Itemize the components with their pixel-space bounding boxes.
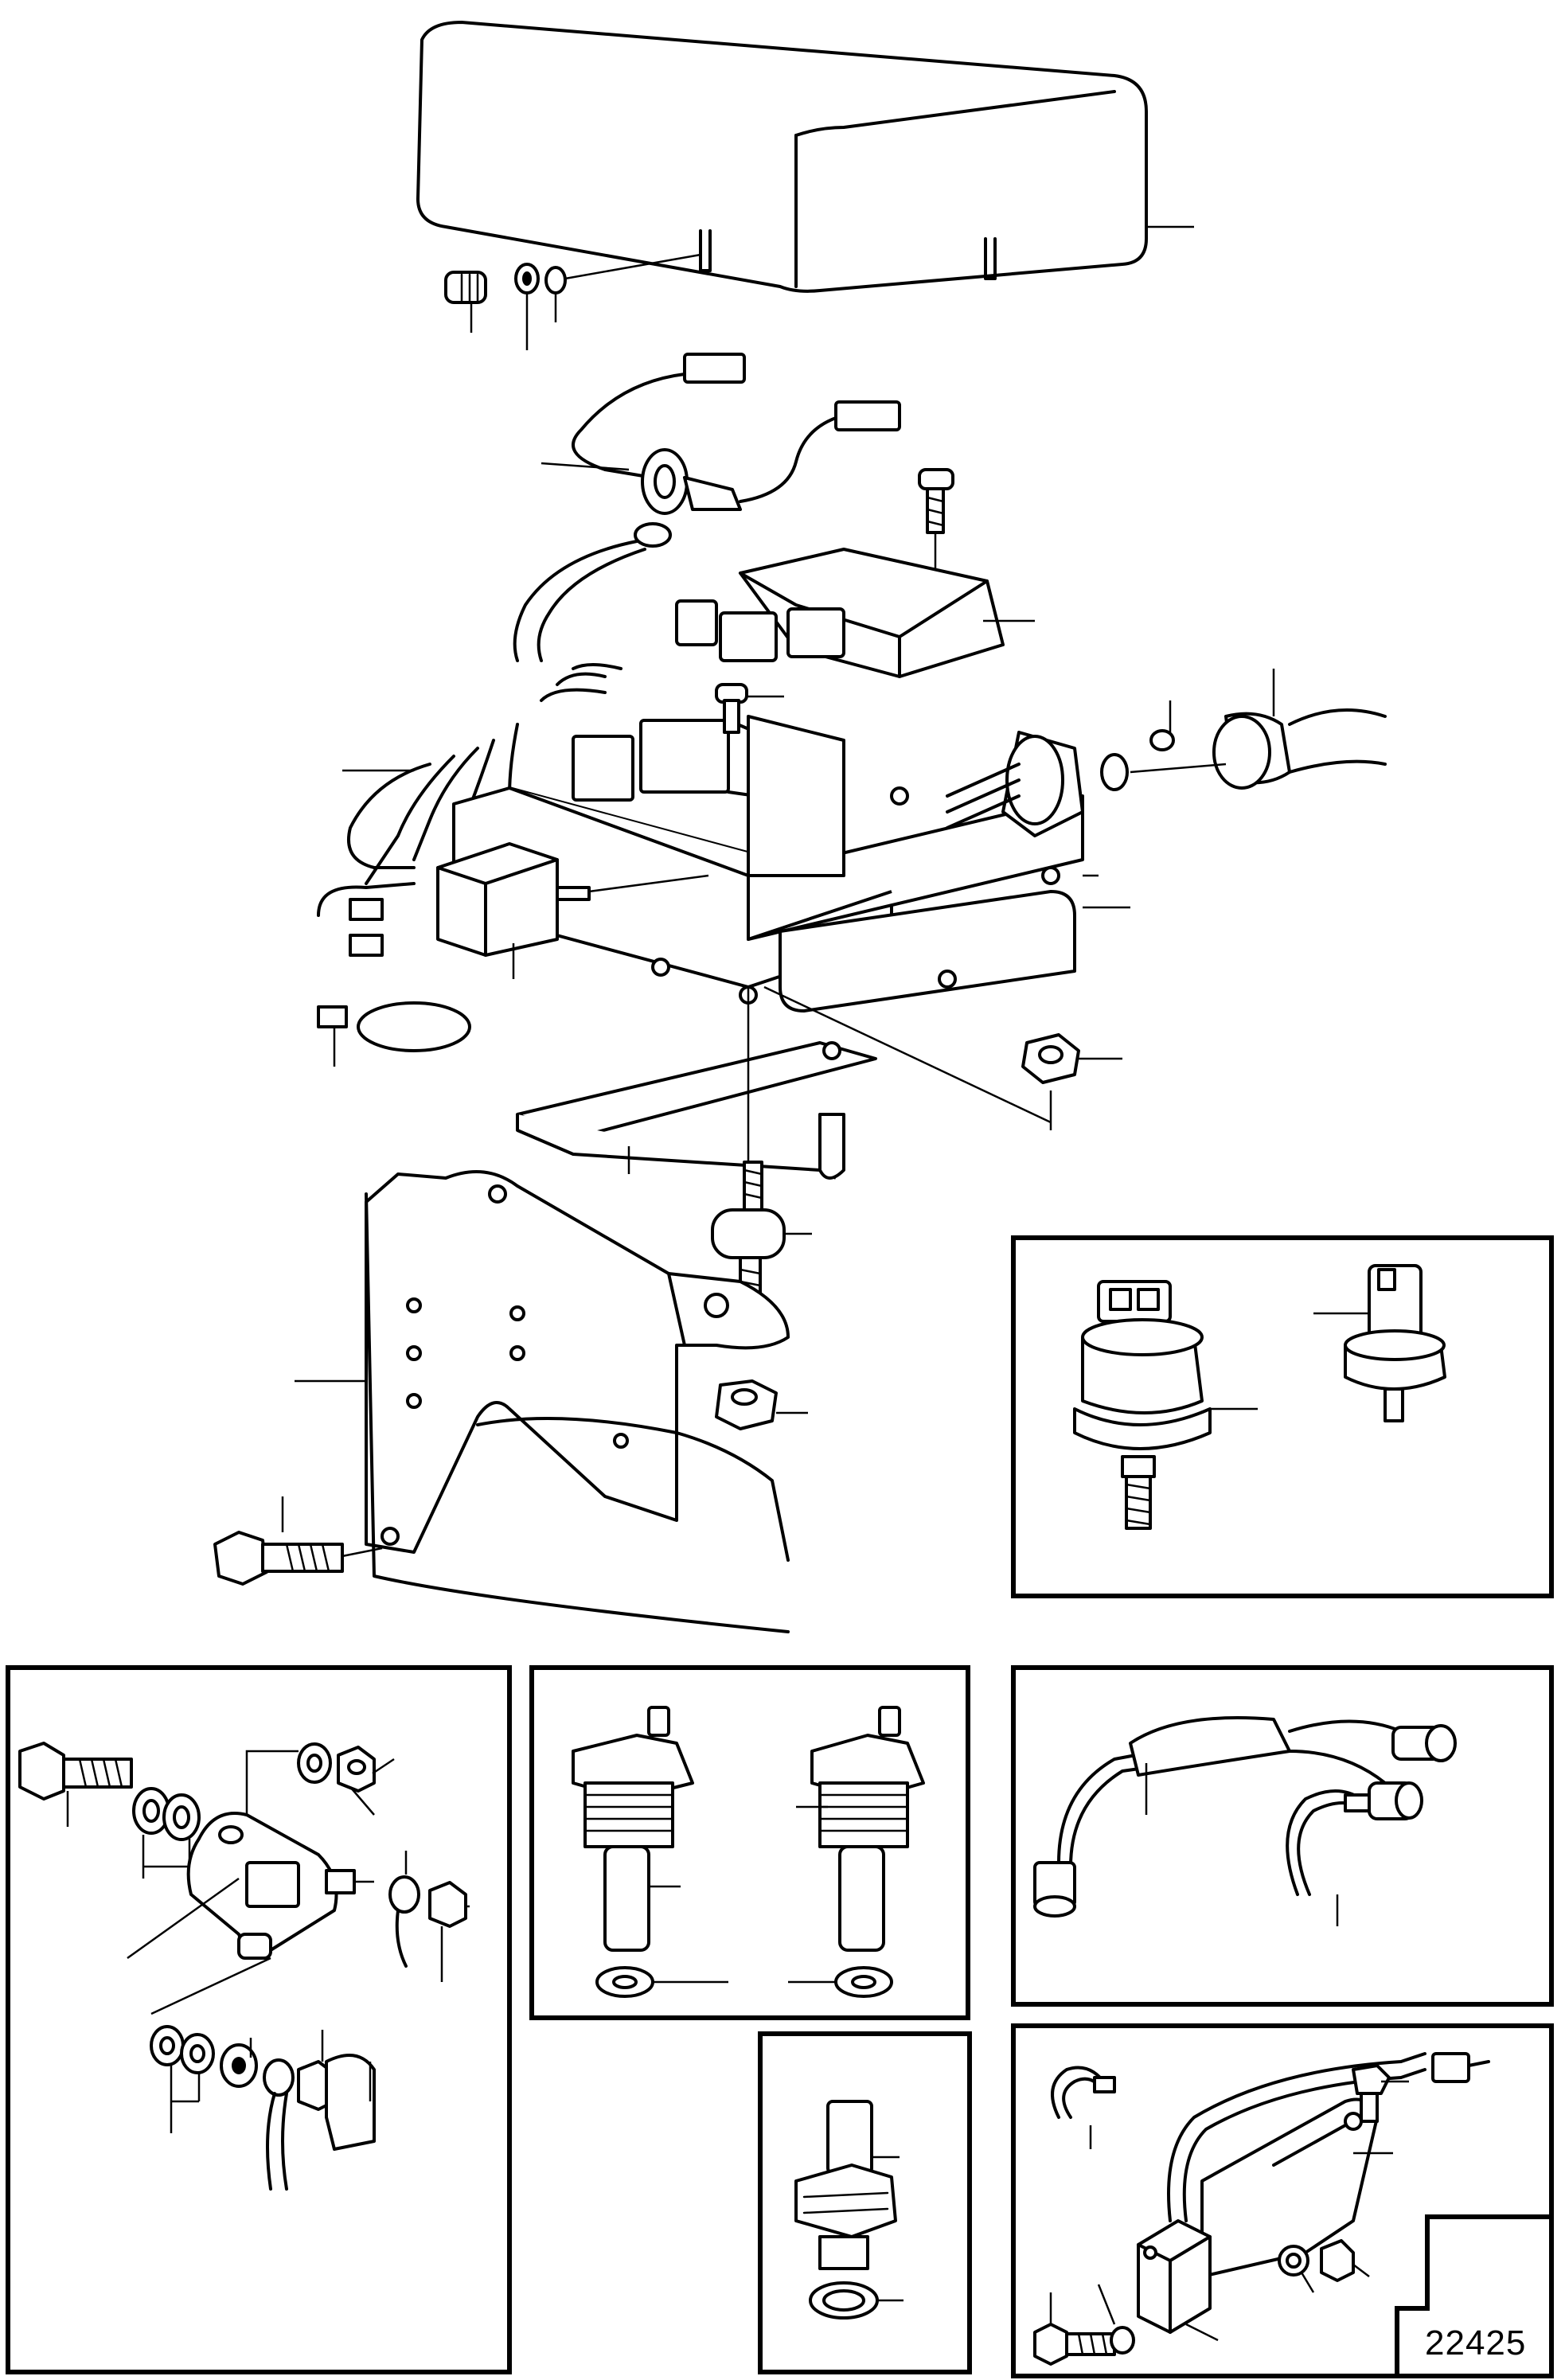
cover-screw-set [444,253,701,350]
flange-nut [715,1379,808,1430]
panel-temperature-senders [529,1665,970,2020]
panel-bracket-assembly [1011,2023,1554,2378]
rubber-mount [711,987,812,1303]
panel-sender [758,2031,972,2374]
cable-tie [317,1001,471,1067]
panel-cable-adapter [1011,1665,1554,2007]
connector-socket [946,669,1387,837]
panel-pressure-sensors [1011,1235,1554,1598]
screw [918,468,954,569]
electronic-module [349,842,709,979]
mounting-frame [452,715,1130,1012]
relay-block [572,719,800,815]
cable-harness [513,353,901,662]
reference-corner-box [1395,2214,1554,2378]
screw [715,683,784,734]
cover-part [416,21,1194,293]
panel-terminal-block [6,1665,512,2374]
main-bracket [295,1170,790,1633]
control-unit [675,548,1035,678]
drawing-reference-number: 22425 [1425,2323,1527,2362]
bolt [213,1496,383,1586]
support-bracket [516,1041,877,1180]
wiring-loom [317,663,622,917]
nut [763,985,1122,1130]
